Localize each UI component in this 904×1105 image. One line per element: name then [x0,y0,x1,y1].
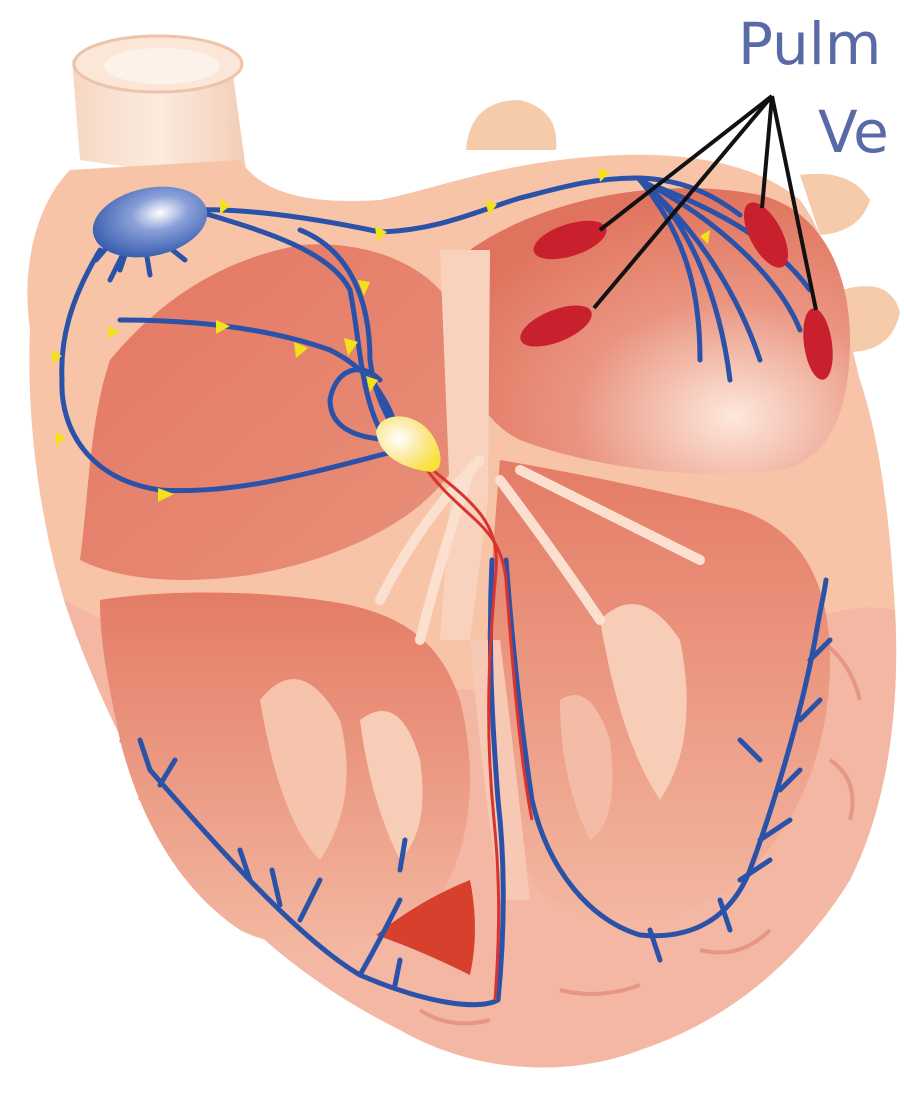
pulmonary-veins-label-line-1: Pulm [738,14,881,74]
left-atrium [461,188,850,474]
pulmonary-veins-label-line-2: Ve [818,102,889,162]
